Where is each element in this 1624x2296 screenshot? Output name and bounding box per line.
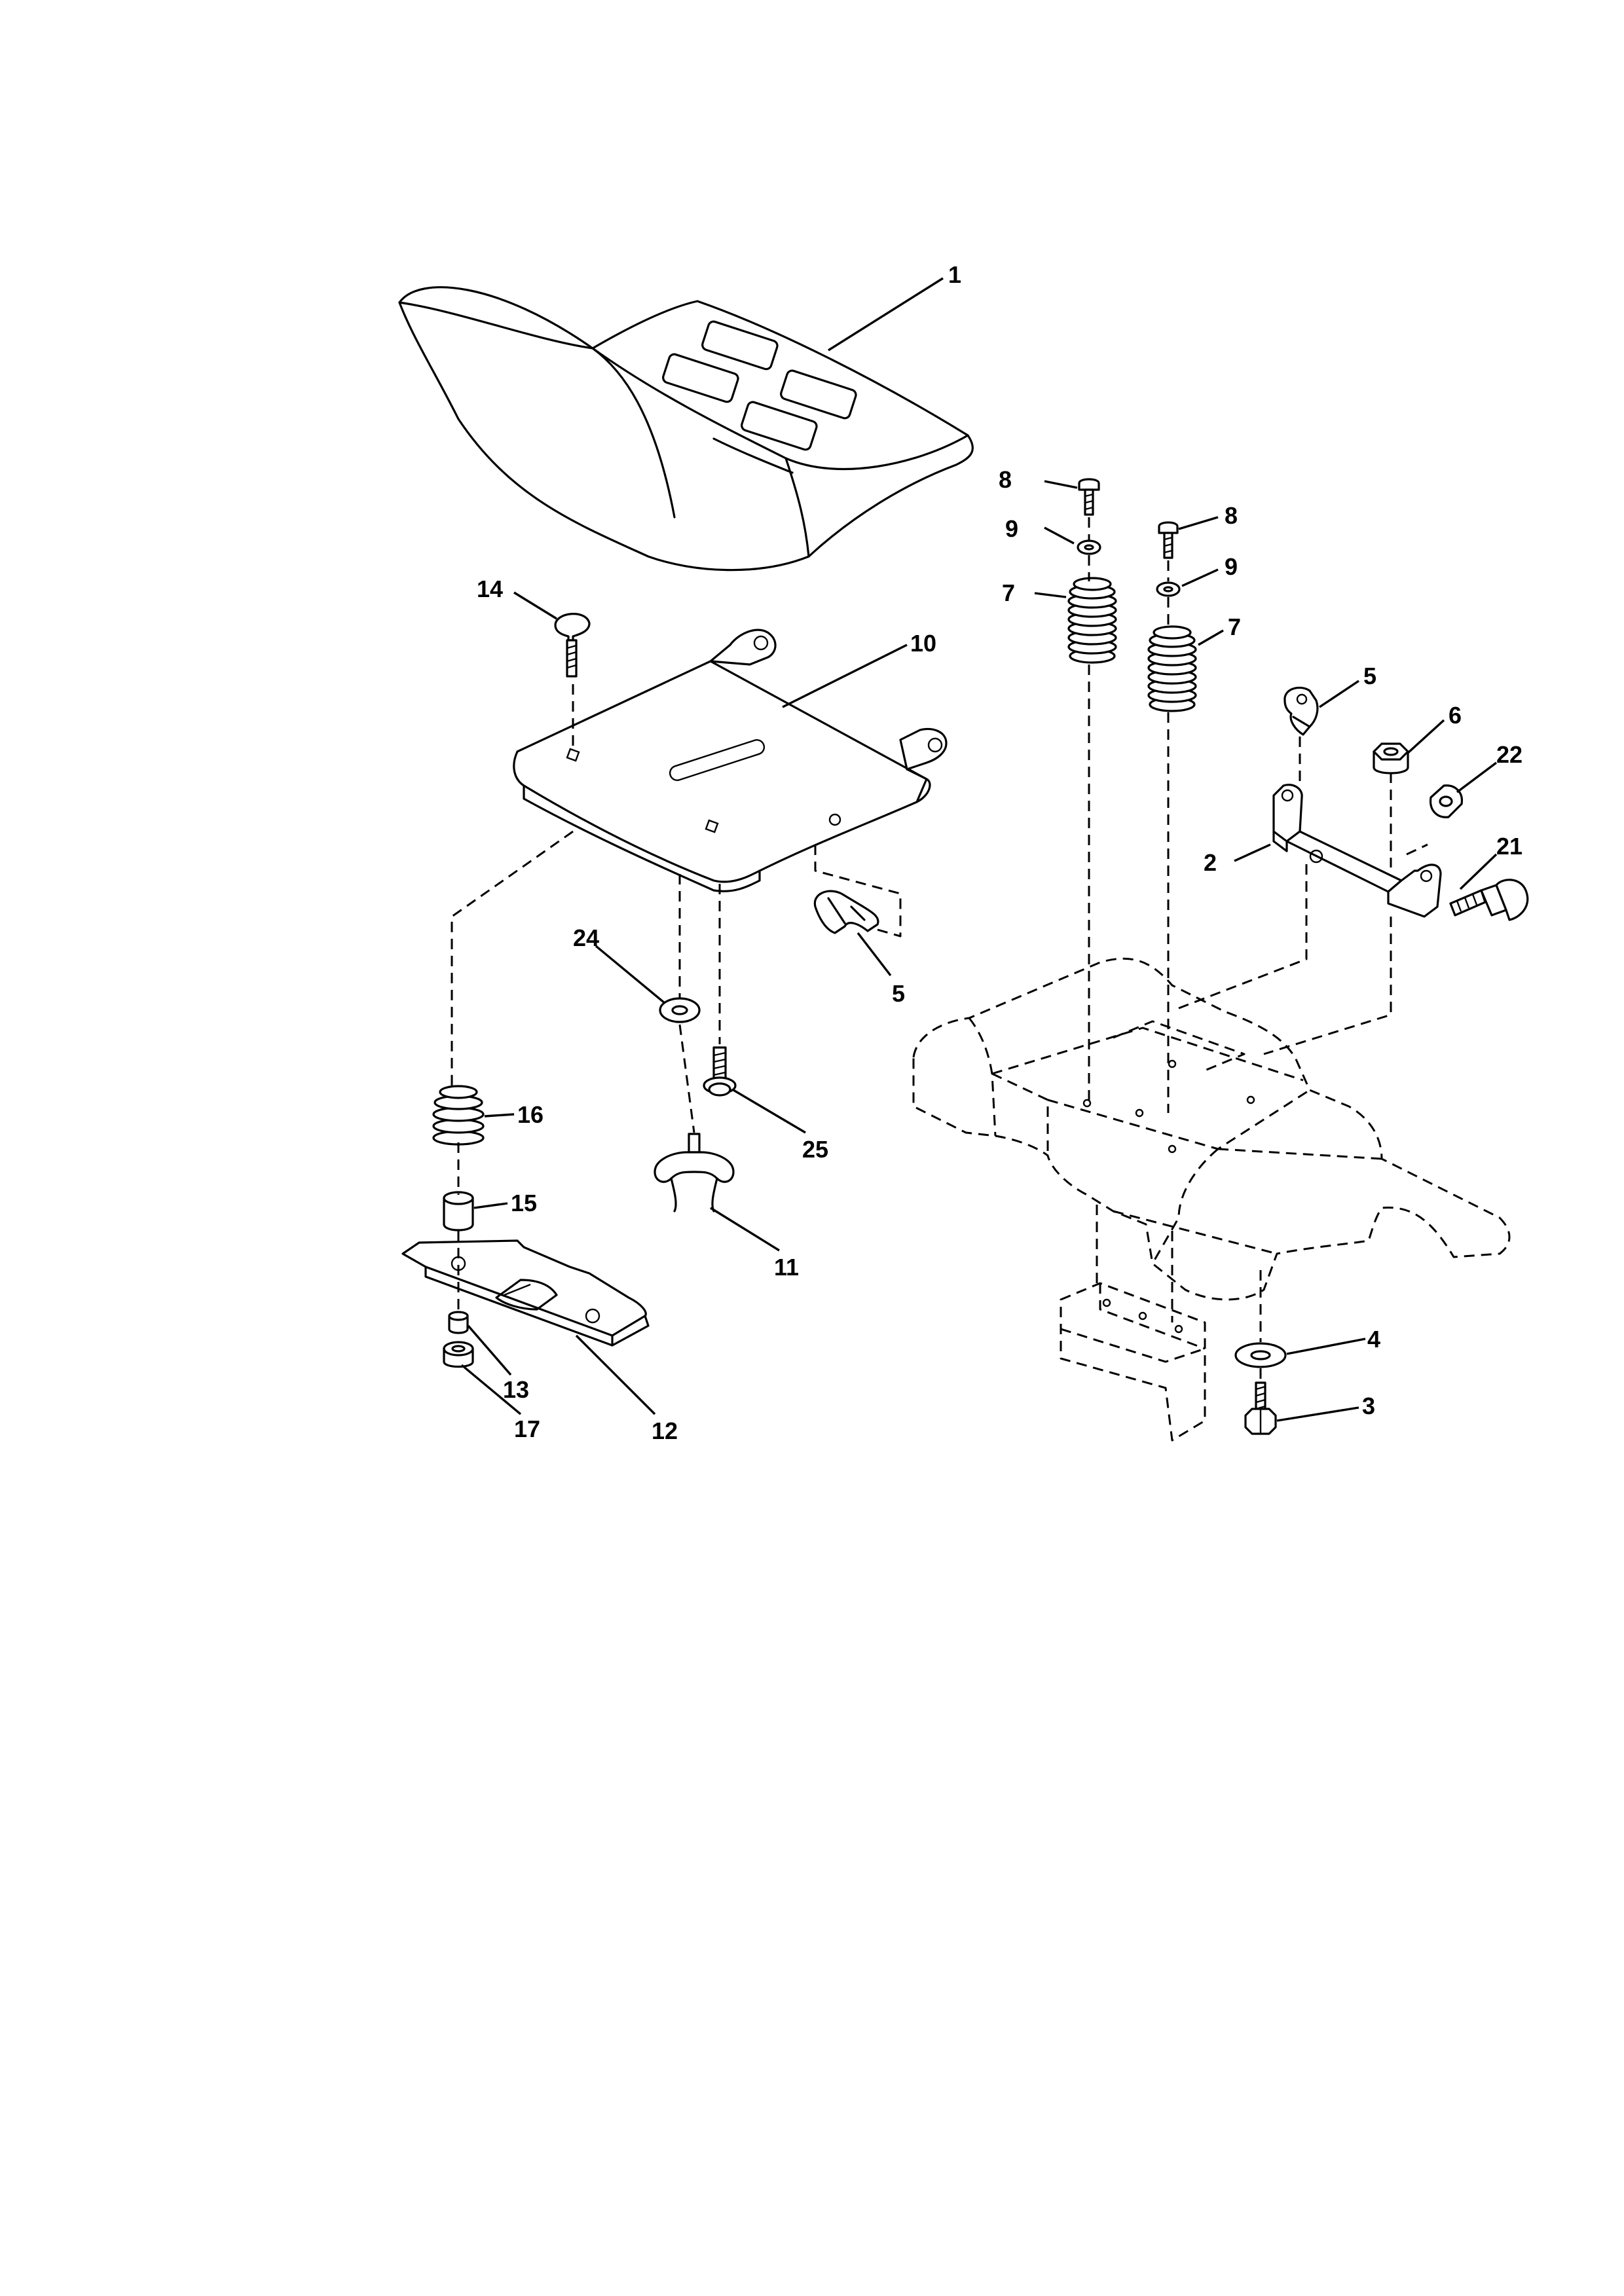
clip-part-5-left (813, 890, 879, 934)
spring-part-16 (432, 1085, 485, 1146)
callout-22: 22 (1496, 741, 1522, 768)
spring-part-7-right (1147, 625, 1197, 712)
callout-4: 4 (1367, 1326, 1380, 1353)
callout-15: 15 (511, 1190, 537, 1216)
callout-11: 11 (774, 1254, 799, 1281)
callout-10: 10 (910, 630, 936, 657)
callout-17: 17 (514, 1415, 540, 1442)
bolt-part-8-right (1158, 521, 1179, 559)
shoulder-bolt-part-21 (1449, 879, 1529, 921)
knob-part-11 (654, 1133, 735, 1212)
callout-21: 21 (1496, 833, 1522, 860)
washer-part-24 (659, 997, 701, 1023)
washer-part-9-right (1156, 581, 1181, 597)
assembly-center-lines (451, 517, 1428, 1380)
locknut-part-17 (443, 1341, 474, 1368)
callout-9-left: 9 (1005, 515, 1018, 542)
bushing-part-15 (443, 1191, 474, 1231)
washer-part-9-left (1077, 539, 1101, 555)
callout-13: 13 (503, 1376, 529, 1403)
leader-lines (460, 277, 1498, 1422)
callout-3: 3 (1362, 1393, 1375, 1419)
callout-1: 1 (948, 261, 961, 288)
shoulder-bolt-part-25 (703, 1046, 737, 1097)
nut-part-13 (448, 1311, 469, 1334)
clip-part-5-right (1283, 686, 1319, 736)
tractor-frame-phantom (912, 957, 1511, 1442)
callout-25: 25 (802, 1136, 828, 1163)
callout-7-left: 7 (1002, 579, 1015, 606)
washer-part-4 (1234, 1342, 1287, 1368)
spring-part-7-left (1067, 577, 1117, 664)
callout-8-left: 8 (999, 466, 1012, 493)
callout-7-right: 7 (1228, 613, 1241, 640)
callout-2: 2 (1204, 849, 1217, 876)
seat-pan-part-10 (513, 629, 948, 892)
callout-5-right: 5 (1363, 663, 1376, 689)
bracket-part-2 (1272, 784, 1442, 918)
bolt-part-8-left (1078, 478, 1100, 516)
hex-bolt-part-3 (1244, 1381, 1277, 1435)
callout-labels: 1 10 14 8 9 7 8 9 7 5 6 22 2 21 24 5 25 … (477, 261, 1522, 1444)
callout-8-right: 8 (1225, 502, 1238, 529)
callout-6: 6 (1449, 702, 1462, 729)
callout-12: 12 (652, 1417, 678, 1444)
callout-24: 24 (573, 924, 599, 951)
callout-16: 16 (517, 1101, 544, 1128)
nut-part-6 (1373, 742, 1409, 774)
carriage-bolt-part-14 (554, 613, 591, 678)
nut-part-22 (1430, 784, 1463, 818)
seat-part-1 (398, 286, 974, 572)
callout-5-left: 5 (892, 980, 905, 1007)
rail-part-12 (401, 1239, 650, 1347)
callout-9-right: 9 (1225, 553, 1238, 580)
callout-14: 14 (477, 575, 503, 602)
